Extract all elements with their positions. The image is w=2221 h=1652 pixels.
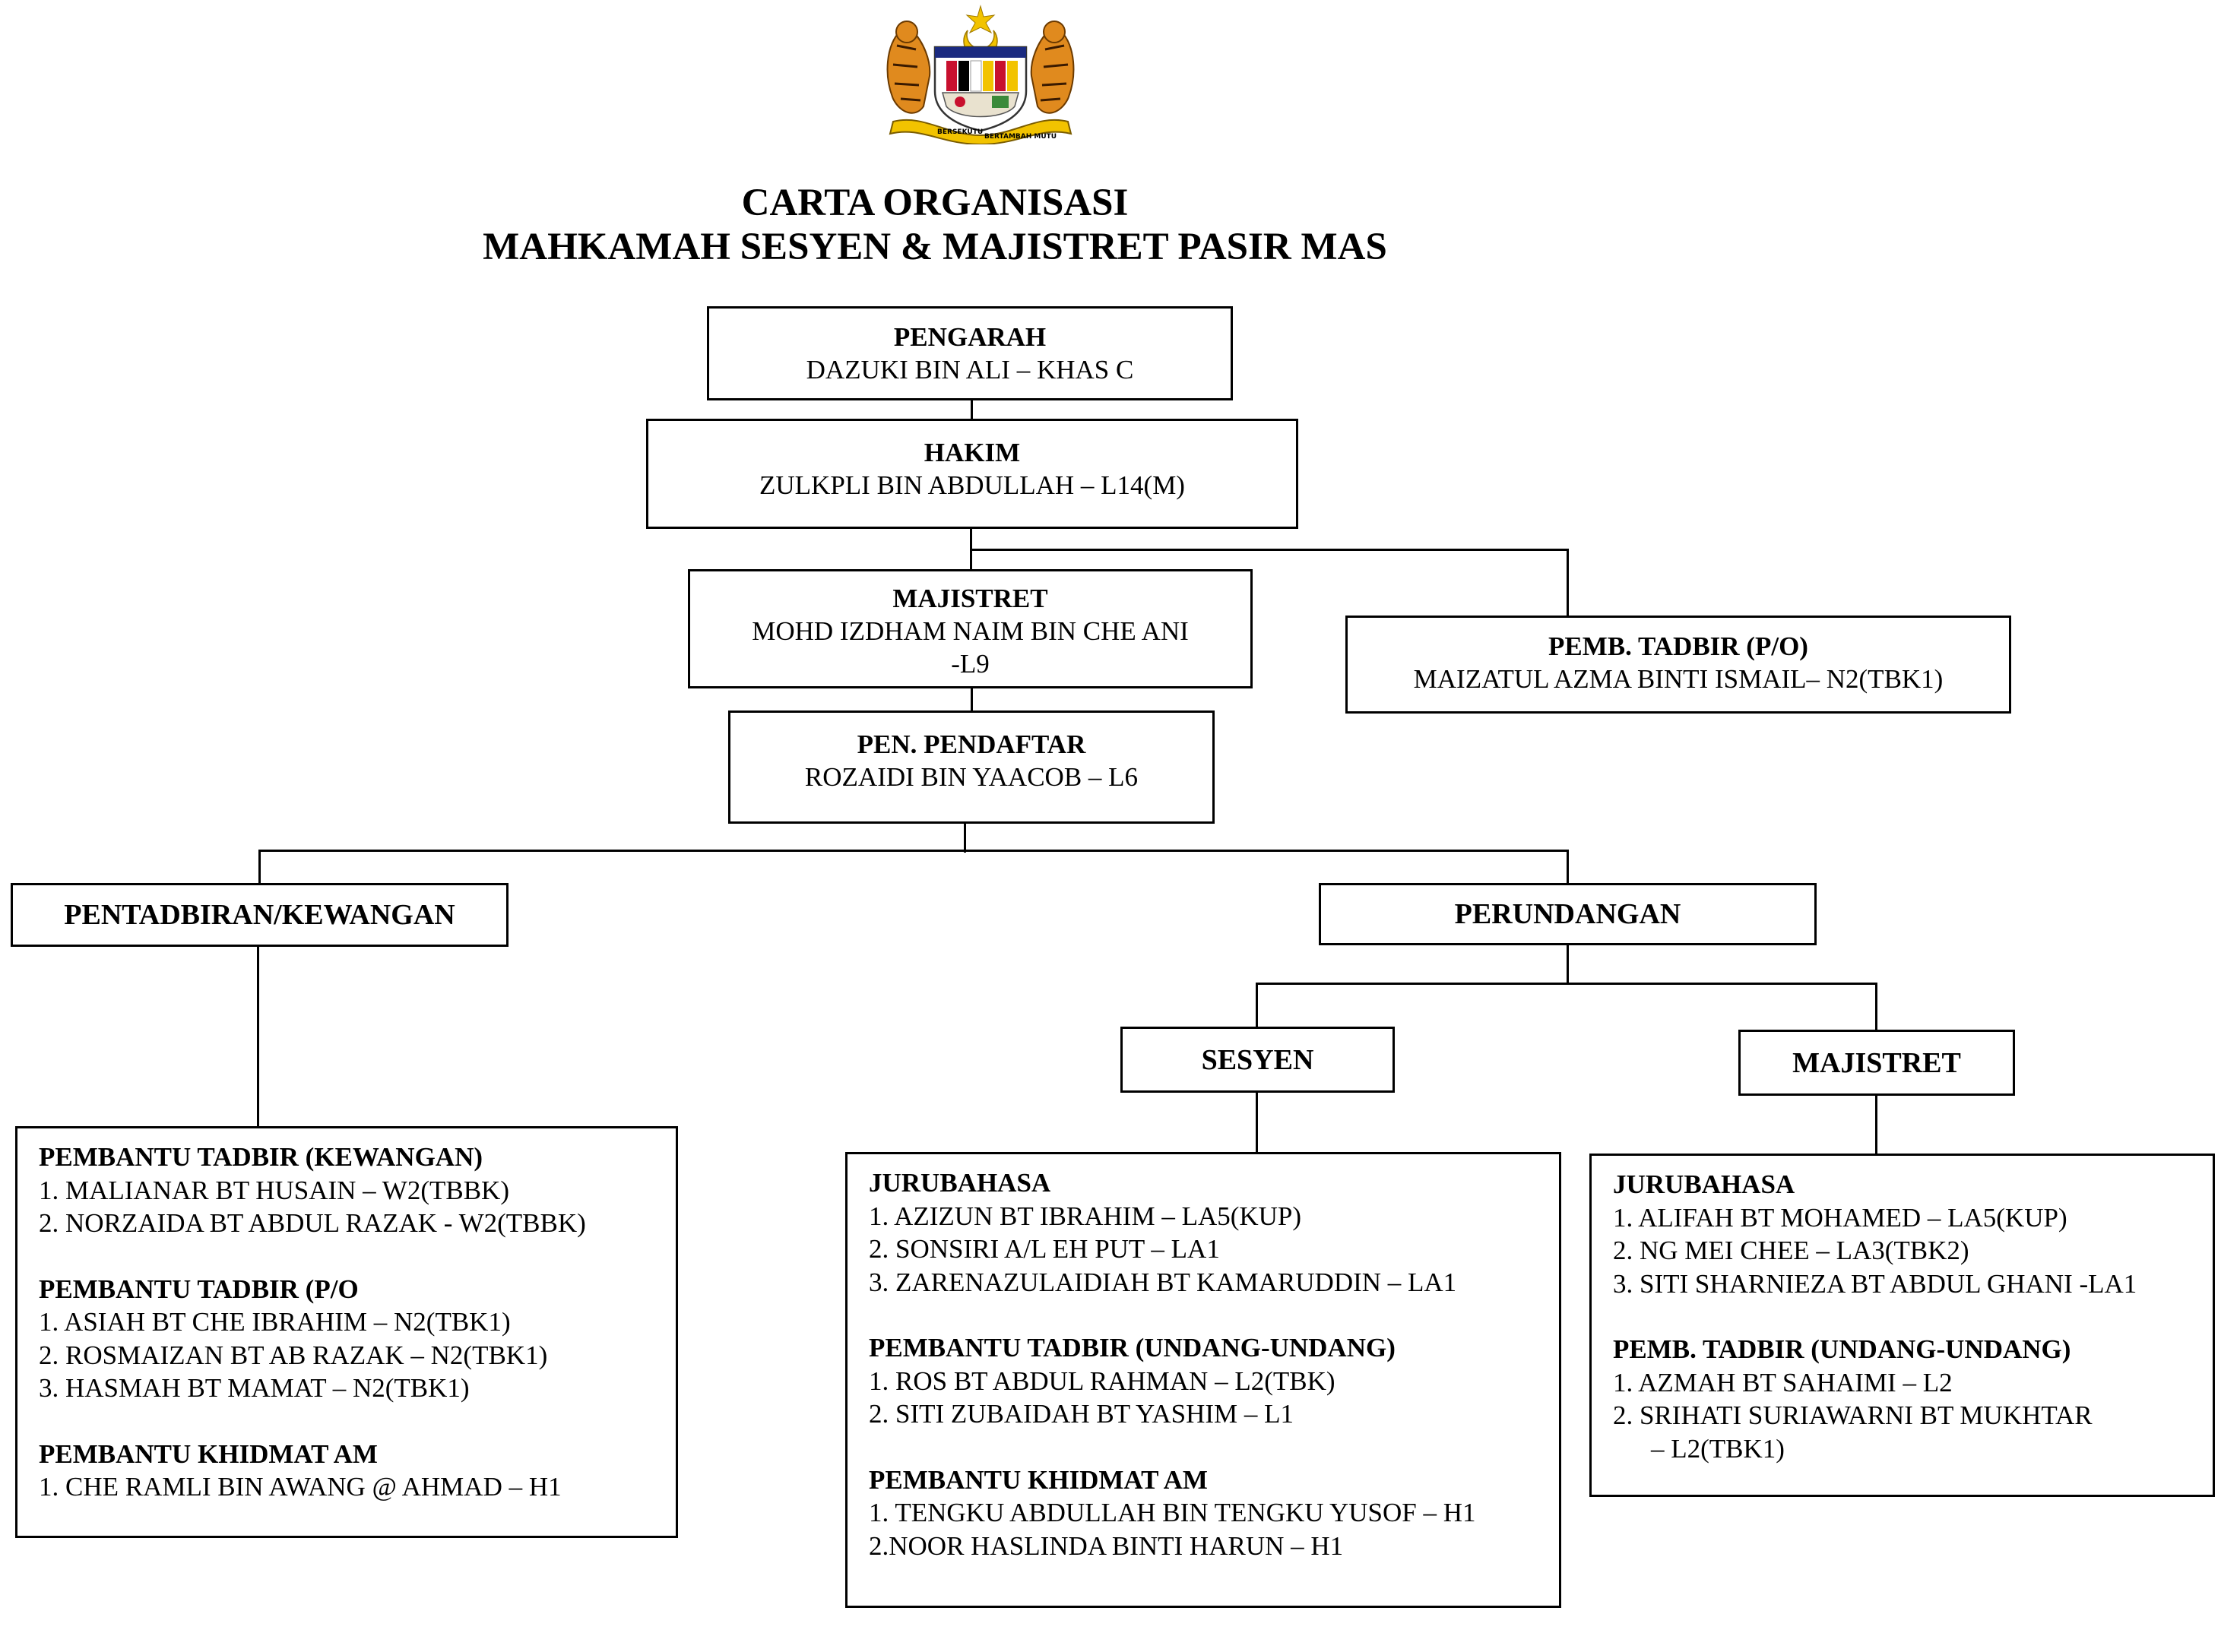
staff-item: 1. CHE RAMLI BIN AWANG @ AHMAD – H1: [39, 1472, 562, 1502]
staff-item: 2. SRIHATI SURIAWARNI BT MUKHTAR: [1613, 1400, 2093, 1430]
unit-majistret: MAJISTRET: [1738, 1030, 2015, 1096]
staff-list-sesyen: JURUBAHASA 1. AZIZUN BT IBRAHIM – LA5(KU…: [845, 1152, 1561, 1608]
staff-item: 3. SITI SHARNIEZA BT ABDUL GHANI -LA1: [1613, 1268, 2137, 1299]
staff-item-continued: – L2(TBK1): [1651, 1433, 1785, 1464]
group-heading: PEMB. TADBIR (UNDANG-UNDANG): [1613, 1334, 2071, 1364]
staff-item: 1. AZMAH BT SAHAIMI – L2: [1613, 1367, 1953, 1397]
connector-line: [971, 400, 973, 420]
connector-line: [257, 945, 259, 1128]
group-heading: PEMBANTU KHIDMAT AM: [39, 1438, 378, 1469]
node-pen-pendaftar: PEN. PENDAFTAR ROZAIDI BIN YAACOB – L6: [728, 710, 1215, 824]
group-heading: JURUBAHASA: [869, 1168, 1051, 1198]
coat-of-arms-emblem: BERSEKUTU BERTAMBAH MUTU: [886, 5, 1075, 144]
staff-item: 1. AZIZUN BT IBRAHIM – LA5(KUP): [869, 1201, 1302, 1231]
node-name: DAZUKI BIN ALI – KHAS C: [806, 355, 1134, 385]
staff-list-majistret: JURUBAHASA 1. ALIFAH BT MOHAMED – LA5(KU…: [1589, 1154, 2215, 1497]
staff-item: 1. MALIANAR BT HUSAIN – W2(TBBK): [39, 1175, 509, 1205]
chart-title: CARTA ORGANISASI MAHKAMAH SESYEN & MAJIS…: [0, 181, 1870, 269]
group-heading: PEMBANTU KHIDMAT AM: [869, 1464, 1208, 1495]
node-title: HAKIM: [924, 438, 1021, 467]
node-name-line-1: MOHD IZDHAM NAIM BIN CHE ANI: [752, 616, 1189, 646]
connector-line: [1256, 983, 1877, 985]
staff-item: 1. ALIFAH BT MOHAMED – LA5(KUP): [1613, 1202, 2067, 1233]
unit-sesyen: SESYEN: [1120, 1027, 1395, 1093]
staff-item: 1. ROS BT ABDUL RAHMAN – L2(TBK): [869, 1366, 1335, 1396]
node-name: MAIZATUL AZMA BINTI ISMAIL– N2(TBK1): [1413, 664, 1944, 694]
node-title: PEMB. TADBIR (P/O): [1548, 631, 1808, 661]
title-line-2: MAHKAMAH SESYEN & MAJISTRET PASIR MAS: [483, 226, 1387, 268]
node-pengarah: PENGARAH DAZUKI BIN ALI – KHAS C: [707, 306, 1233, 400]
connector-line: [964, 822, 966, 853]
node-hakim: HAKIM ZULKPLI BIN ABDULLAH – L14(M): [646, 419, 1298, 529]
staff-item: 2. SITI ZUBAIDAH BT YASHIM – L1: [869, 1399, 1294, 1429]
connector-line: [1567, 549, 1569, 617]
node-name: ZULKPLI BIN ABDULLAH – L14(M): [759, 470, 1185, 500]
group-heading: PEMBANTU TADBIR (KEWANGAN): [39, 1142, 483, 1172]
node-majistret: MAJISTRET MOHD IZDHAM NAIM BIN CHE ANI -…: [688, 569, 1253, 688]
group-heading: JURUBAHASA: [1613, 1169, 1795, 1199]
connector-line: [1256, 1091, 1258, 1152]
connector-line: [1875, 983, 1877, 1030]
staff-item: 3. HASMAH BT MAMAT – N2(TBK1): [39, 1373, 470, 1403]
staff-item: 1. TENGKU ABDULLAH BIN TENGKU YUSOF – H1: [869, 1498, 1476, 1527]
staff-item: 2. NORZAIDA BT ABDUL RAZAK - W2(TBBK): [39, 1208, 586, 1238]
connector-line: [971, 687, 973, 711]
staff-item: 3. ZARENAZULAIDIAH BT KAMARUDDIN – LA1: [869, 1267, 1457, 1297]
staff-item: 2. NG MEI CHEE – LA3(TBK2): [1613, 1236, 1969, 1265]
connector-line: [1256, 983, 1258, 1028]
motto-right: BERTAMBAH MUTU: [984, 133, 1057, 141]
motto-left: BERSEKUTU: [937, 128, 983, 136]
node-title: PENGARAH: [893, 322, 1047, 352]
staff-item: 2.NOOR HASLINDA BINTI HARUN – H1: [869, 1530, 1344, 1561]
node-name-line-2: -L9: [951, 649, 990, 679]
connector-line: [258, 850, 1569, 852]
connector-line: [1875, 1094, 1877, 1155]
node-pemb-tadbir-po: PEMB. TADBIR (P/O) MAIZATUL AZMA BINTI I…: [1345, 616, 2011, 714]
node-title: PEN. PENDAFTAR: [857, 729, 1086, 759]
group-heading: PEMBANTU TADBIR (UNDANG-UNDANG): [869, 1333, 1396, 1362]
node-title: MAJISTRET: [892, 584, 1048, 613]
connector-line: [970, 549, 1569, 551]
node-name: ROZAIDI BIN YAACOB – L6: [804, 762, 1139, 792]
connector-line: [1567, 944, 1569, 985]
staff-item: 2. ROSMAIZAN BT AB RAZAK – N2(TBK1): [39, 1340, 548, 1370]
title-line-1: CARTA ORGANISASI: [741, 182, 1129, 224]
group-heading: PEMBANTU TADBIR (P/O: [39, 1274, 359, 1304]
staff-list-pentadbiran: PEMBANTU TADBIR (KEWANGAN) 1. MALIANAR B…: [15, 1126, 678, 1538]
staff-item: 2. SONSIRI A/L EH PUT – LA1: [869, 1234, 1220, 1264]
unit-perundangan: PERUNDANGAN: [1319, 883, 1817, 945]
connector-line: [258, 850, 261, 885]
staff-item: 1. ASIAH BT CHE IBRAHIM – N2(TBK1): [39, 1307, 511, 1337]
unit-pentadbiran-kewangan: PENTADBIRAN/KEWANGAN: [11, 883, 509, 947]
connector-line: [1567, 850, 1569, 885]
